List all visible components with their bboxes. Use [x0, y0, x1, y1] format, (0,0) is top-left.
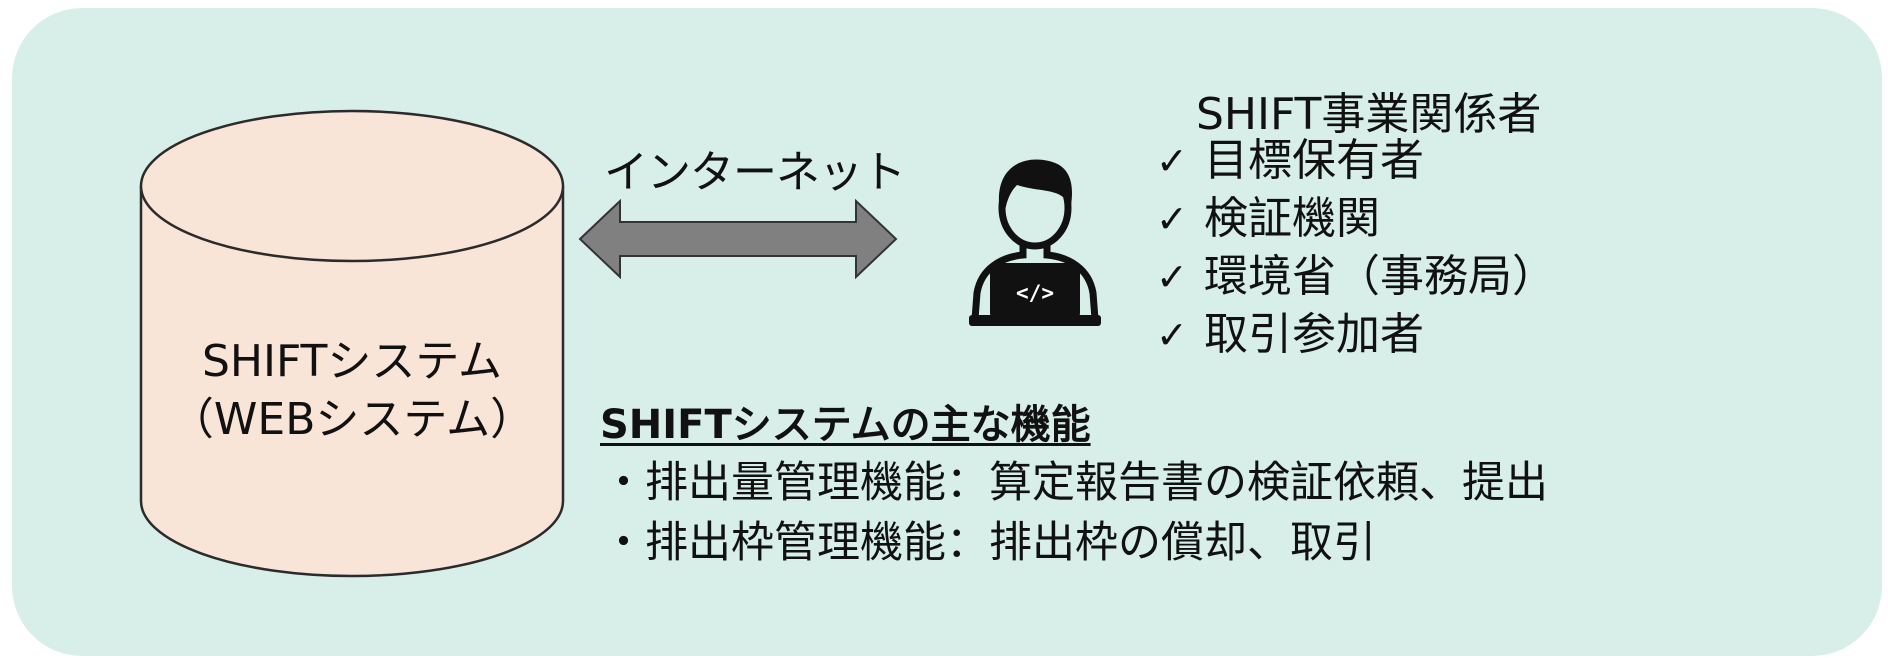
function-line: ・排出量管理機能：算定報告書の検証依頼、提出 — [602, 458, 1548, 508]
stakeholder-label: 取引参加者 — [1204, 309, 1424, 360]
stakeholder-label: 環境省（事務局） — [1204, 251, 1556, 302]
system-name: SHIFTシステム — [201, 336, 503, 387]
function-line: ・排出枠管理機能：排出枠の償却、取引 — [602, 518, 1376, 568]
check-icon: ✓ — [1156, 313, 1188, 357]
stakeholders-title: SHIFT事業関係者 — [1196, 89, 1542, 140]
check-icon: ✓ — [1156, 139, 1188, 183]
svg-text:</>: </> — [1016, 281, 1054, 305]
stakeholder-list: ✓ 目標保有者 ✓ 検証機関 ✓ 環境省（事務局） ✓ 取引参加者 — [1156, 132, 1556, 364]
developer-laptop-icon: </> — [969, 159, 1101, 326]
stakeholder-item: ✓ 環境省（事務局） — [1156, 248, 1556, 306]
database-cylinder-icon — [139, 109, 565, 578]
stakeholder-item: ✓ 検証機関 — [1156, 190, 1556, 248]
stakeholder-label: 目標保有者 — [1204, 135, 1424, 186]
functions-title: SHIFTシステムの主な機能 — [600, 402, 1091, 448]
connection-label: インターネット — [604, 147, 906, 198]
stakeholder-item: ✓ 取引参加者 — [1156, 306, 1556, 364]
check-icon: ✓ — [1156, 197, 1188, 241]
stakeholder-item: ✓ 目標保有者 — [1156, 132, 1556, 190]
check-icon: ✓ — [1156, 255, 1188, 299]
double-arrow-icon — [578, 199, 898, 279]
stakeholder-label: 検証機関 — [1204, 193, 1380, 244]
system-subname: （WEBシステム） — [169, 394, 535, 445]
